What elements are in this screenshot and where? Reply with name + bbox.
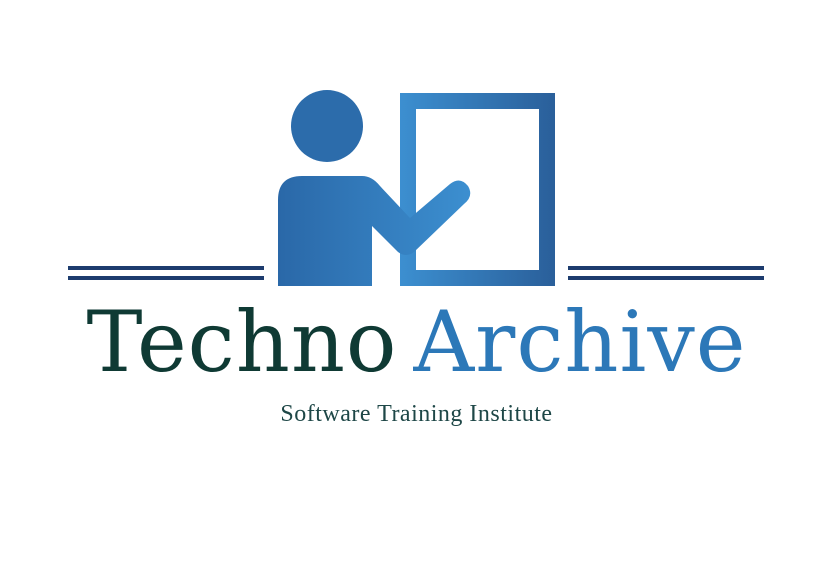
brand-name-part2: Archive — [413, 293, 747, 391]
right-rule-lines — [568, 266, 764, 280]
person-body — [278, 176, 471, 286]
person-head — [291, 90, 363, 162]
brand-name-part1: Techno — [86, 293, 398, 391]
brand-tagline: Software Training Institute — [280, 401, 553, 427]
left-rule-lines — [68, 266, 264, 280]
board-frame — [400, 93, 555, 286]
presenter-at-board-icon — [68, 90, 764, 286]
